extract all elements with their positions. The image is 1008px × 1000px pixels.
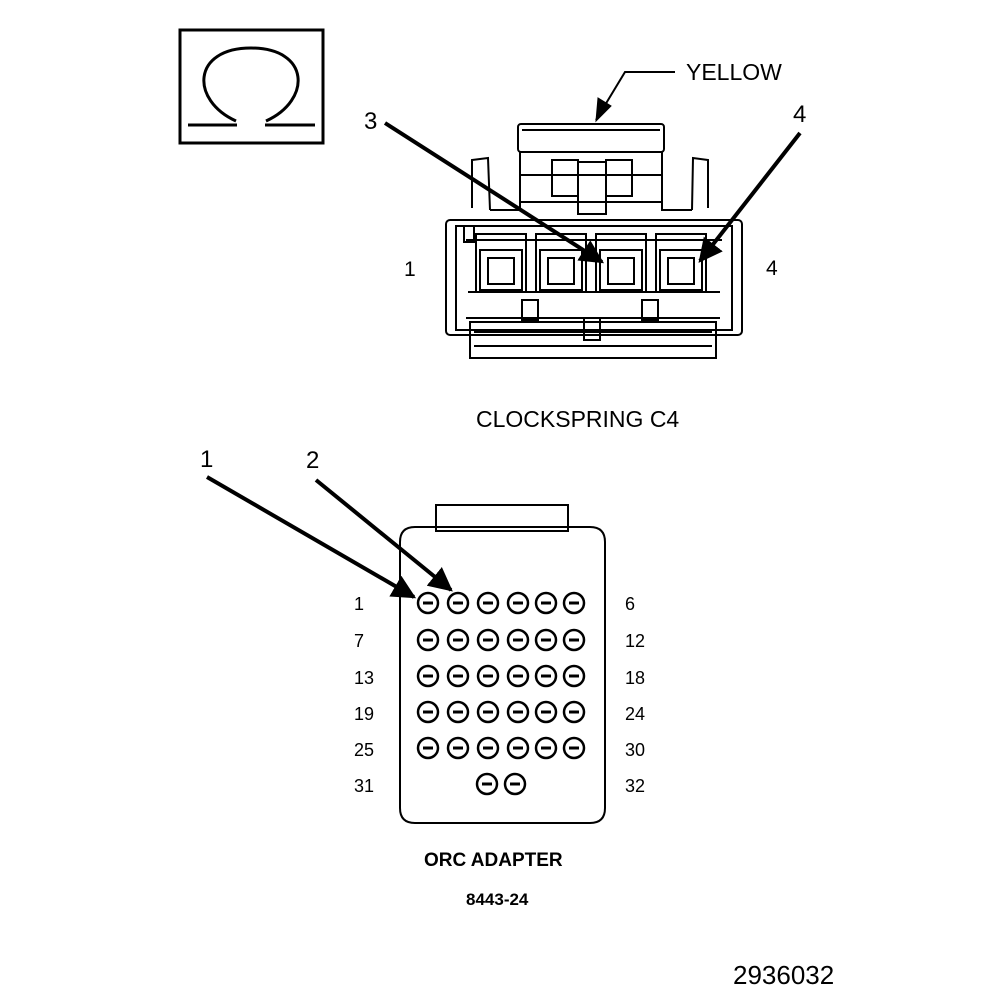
clockspring-title: CLOCKSPRING C4	[476, 406, 680, 432]
row-label-left: 19	[354, 704, 375, 724]
callout-arrow-3	[383, 121, 605, 264]
callout-3-label: 3	[364, 108, 378, 135]
orc-adapter-part-number: 8443-24	[466, 890, 529, 909]
pin-cavity	[476, 628, 500, 652]
row-label-right: 24	[625, 704, 646, 724]
pin-cavity	[416, 591, 440, 615]
row-label-left: 13	[354, 668, 375, 688]
row-label-right: 18	[625, 668, 646, 688]
callout-4-label: 4	[793, 101, 807, 128]
row-label-right: 32	[625, 776, 646, 796]
pin-cavity	[562, 700, 586, 724]
pin-cavity	[562, 664, 586, 688]
pin-cavity	[506, 664, 530, 688]
callout-arrow-2	[314, 478, 453, 592]
pin-cavity	[446, 591, 470, 615]
color-label: YELLOW	[686, 59, 782, 85]
pin-cavity	[534, 628, 558, 652]
pin-cavity	[534, 736, 558, 760]
ohmmeter-icon	[178, 28, 325, 145]
pin-cavity	[446, 664, 470, 688]
pin-cavity	[534, 700, 558, 724]
callout-arrow-4	[698, 131, 802, 263]
row-label-left: 31	[354, 776, 375, 796]
row-label-right: 30	[625, 740, 646, 760]
pin-cavity	[446, 700, 470, 724]
pin-cavity	[476, 591, 500, 615]
pin-cavity	[476, 700, 500, 724]
orc-pin-grid	[416, 591, 586, 796]
pin-cavity	[476, 664, 500, 688]
pin-cavity	[416, 736, 440, 760]
row-label-left: 7	[354, 631, 365, 651]
pin-cavity	[562, 628, 586, 652]
row-label-right: 6	[625, 594, 636, 614]
pin-cavity	[416, 700, 440, 724]
pin-cavity	[416, 664, 440, 688]
pin-cavity	[506, 736, 530, 760]
pin-cavity	[476, 736, 500, 760]
pin-cavity	[562, 591, 586, 615]
pin-cavity	[475, 772, 499, 796]
pin-cavity	[506, 628, 530, 652]
callout-2-label: 2	[306, 447, 320, 474]
callout-1-label: 1	[200, 446, 214, 473]
pin-cavity	[534, 591, 558, 615]
clockspring-c4-connector	[445, 71, 743, 359]
figure-number: 2936032	[733, 960, 835, 990]
pin-cavity	[416, 628, 440, 652]
pin-cavity	[503, 772, 527, 796]
pin-cavity	[506, 591, 530, 615]
row-label-left: 1	[354, 594, 365, 614]
row-label-right: 12	[625, 631, 646, 651]
pin-cavity	[506, 700, 530, 724]
pin-cavity	[446, 736, 470, 760]
pin-cavity	[446, 628, 470, 652]
callout-arrow-1	[205, 475, 417, 599]
orc-adapter-connector	[399, 504, 606, 824]
pin-cavity	[534, 664, 558, 688]
clockspring-pin-label-left: 1	[404, 258, 416, 281]
orc-adapter-title: ORC ADAPTER	[424, 850, 563, 871]
clockspring-pin-label-right: 4	[766, 257, 778, 280]
pin-cavity	[562, 736, 586, 760]
row-label-left: 25	[354, 740, 375, 760]
